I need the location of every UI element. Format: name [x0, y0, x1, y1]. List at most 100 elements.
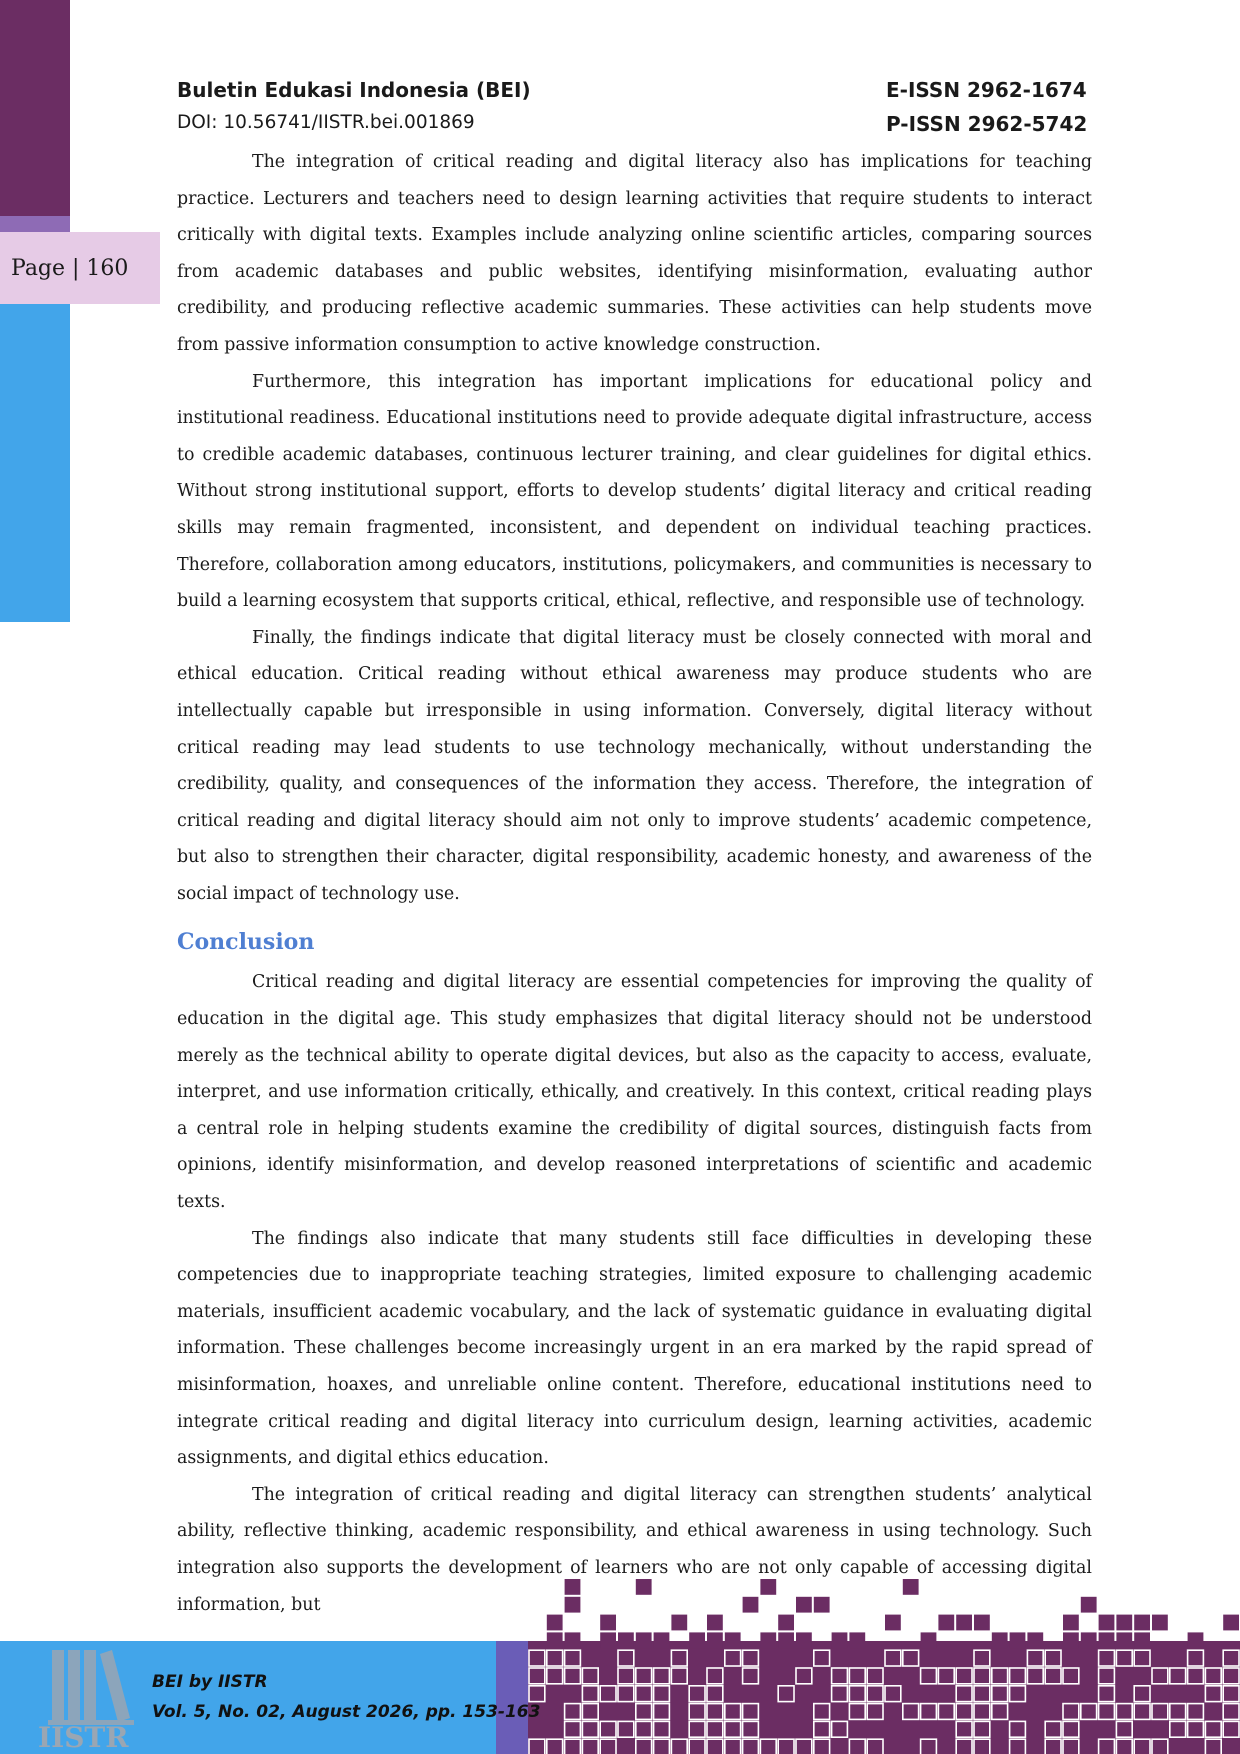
pixel-outline: [581, 1720, 600, 1738]
pixel-outline: [1222, 1720, 1240, 1738]
pixel-outline: [812, 1738, 831, 1754]
pixel-outline: [812, 1649, 831, 1667]
pixel-outline: [919, 1667, 938, 1685]
pixel-square: [1063, 1614, 1079, 1631]
pixel-outline: [635, 1720, 653, 1738]
journal-title: Buletin Edukasi Indonesia (BEI): [177, 78, 531, 102]
body-paragraph: Finally, the findings indicate that digi…: [177, 627, 1092, 904]
pixel-outline: [1133, 1685, 1151, 1703]
pixel-square: [653, 1632, 670, 1649]
pixel-outline: [919, 1702, 938, 1721]
pixel-outline: [1222, 1685, 1240, 1703]
pixel-square: [831, 1632, 848, 1649]
pixel-outline: [688, 1685, 706, 1703]
pixel-outline: [1062, 1720, 1080, 1738]
pixel-outline: [724, 1649, 742, 1667]
pixel-outline: [617, 1720, 635, 1738]
pixel-outline: [812, 1702, 831, 1721]
pixel-outline: [990, 1702, 1009, 1721]
pixel-outline: [1222, 1702, 1240, 1721]
pixel-outline: [1097, 1738, 1116, 1754]
pixel-outline: [866, 1667, 884, 1685]
pixel-square: [635, 1632, 652, 1649]
pixel-outline: [741, 1720, 760, 1738]
footer-lavender-band: [496, 1641, 528, 1754]
left-purple-bar: [0, 0, 70, 216]
pixel-outline: [1204, 1720, 1223, 1738]
pixel-outline: [1044, 1667, 1062, 1685]
pixel-outline: [1044, 1720, 1062, 1738]
page-number-label: Page | 160: [0, 232, 160, 304]
pixel-outline: [599, 1720, 617, 1738]
pixel-outline: [777, 1685, 795, 1703]
pixel-outline: [1115, 1649, 1134, 1667]
pixel-outline: [1097, 1685, 1116, 1703]
pixel-outline: [581, 1738, 600, 1754]
pixel-outline: [937, 1667, 955, 1685]
pixel-outline: [1186, 1702, 1205, 1721]
pixel-square: [991, 1632, 1008, 1649]
pixel-square: [1009, 1632, 1026, 1649]
pixel-outline: [759, 1738, 777, 1754]
pixel-square: [1098, 1632, 1115, 1649]
pixel-outline: [1222, 1667, 1240, 1685]
pixel-outline: [1168, 1702, 1187, 1721]
pixel-outline: [528, 1649, 546, 1667]
pixel-square: [1116, 1632, 1133, 1649]
iistr-logo: IISTR: [38, 1650, 134, 1750]
pixel-outline: [741, 1702, 760, 1721]
body-paragraph: Critical reading and digital literacy ar…: [177, 972, 1092, 1213]
pixel-outline: [581, 1702, 600, 1721]
pixel-outline: [1222, 1649, 1240, 1667]
pixel-outline: [1168, 1720, 1187, 1738]
left-lavender-bar: [0, 216, 70, 232]
pixel-outline: [1133, 1738, 1151, 1754]
pixel-outline: [617, 1685, 635, 1703]
pixel-outline: [777, 1738, 795, 1754]
pixel-square: [885, 1614, 901, 1631]
pixel-outline: [919, 1738, 938, 1754]
pixel-outline: [1186, 1667, 1205, 1685]
pixel-square: [618, 1632, 634, 1649]
pixel-outline: [652, 1720, 671, 1738]
pixel-outline: [973, 1702, 991, 1721]
pixel-square: [813, 1596, 830, 1613]
pixel-outline: [1026, 1667, 1044, 1685]
pixel-square: [689, 1632, 705, 1649]
pixel-outline: [848, 1702, 866, 1721]
pixel-outline: [563, 1720, 582, 1738]
pixel-outline: [990, 1667, 1009, 1685]
pixel-outline: [599, 1685, 617, 1703]
pixel-square: [778, 1614, 794, 1631]
pixel-square: [1223, 1614, 1239, 1631]
pixel-square: [546, 1632, 563, 1649]
footer-pixel-pattern: [528, 1579, 1240, 1754]
pixel-square: [600, 1632, 616, 1649]
pixel-outline: [955, 1720, 973, 1738]
pixel-outline: [1151, 1738, 1169, 1754]
pixel-outline: [1008, 1738, 1027, 1754]
pixel-outline: [1204, 1685, 1223, 1703]
pixel-outline: [812, 1720, 831, 1738]
pixel-outline: [973, 1685, 991, 1703]
pixel-outline: [955, 1738, 973, 1754]
pixel-square: [902, 1579, 919, 1595]
pixel-outline: [1186, 1649, 1205, 1667]
pixel-outline: [1115, 1702, 1134, 1721]
pixel-outline: [830, 1685, 849, 1703]
pixel-outline: [1151, 1667, 1169, 1685]
pixel-outline: [1008, 1667, 1027, 1685]
pixel-square: [707, 1614, 723, 1631]
pixel-outline: [937, 1702, 955, 1721]
pixel-outline: [901, 1649, 920, 1667]
pixel-outline: [1115, 1738, 1134, 1754]
pixel-square: [956, 1614, 972, 1631]
pixel-outline: [848, 1738, 866, 1754]
body-paragraph: The integration of critical reading and …: [177, 152, 1092, 355]
pixel-outline: [1097, 1702, 1116, 1721]
pixel-outline: [706, 1702, 724, 1721]
pixel-square: [546, 1614, 563, 1631]
pixel-outline: [866, 1738, 884, 1754]
pixel-outline: [1008, 1685, 1027, 1703]
pixel-outline: [1062, 1738, 1080, 1754]
